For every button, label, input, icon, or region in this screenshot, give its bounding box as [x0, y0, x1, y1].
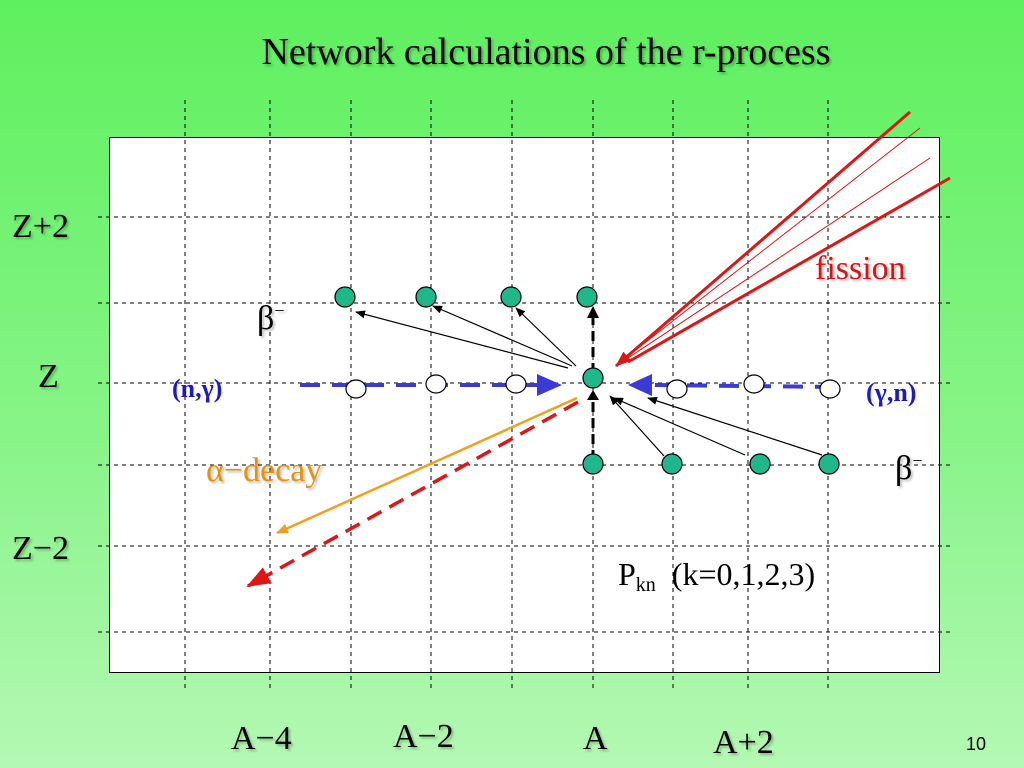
label-n-gamma: (n,γ)	[172, 374, 223, 403]
pkn-range: (k=0,1,2,3)	[671, 556, 816, 592]
page-number: 10	[966, 734, 987, 754]
beta-arrows-lower	[609, 395, 823, 457]
empty-nucleus	[425, 374, 447, 394]
pkn-subscript: kn	[635, 574, 656, 596]
beta-superscript: −	[912, 450, 923, 471]
beta-delayed-arrows-upper	[355, 305, 577, 369]
nucleus	[818, 453, 840, 475]
parent-nucleus	[582, 367, 604, 389]
empty-nucleus	[505, 374, 527, 394]
nucleus	[582, 453, 604, 475]
beta-symbol: β	[895, 450, 913, 487]
label-a: A	[583, 720, 608, 757]
label-gamma-n: (γ,n)	[866, 378, 917, 407]
nucleus	[661, 453, 683, 475]
nucleus	[334, 286, 356, 308]
label-pkn: Pkn (k=0,1,2,3)	[618, 556, 815, 597]
beta-superscript: −	[274, 300, 285, 321]
label-a-plus-2: A+2	[713, 724, 774, 761]
pkn-p: P	[618, 556, 636, 592]
label-a-minus-2: A−2	[393, 718, 454, 755]
gamma-n-arrowhead	[628, 374, 652, 396]
label-fission: fission	[815, 250, 906, 287]
label-z: Z	[38, 358, 59, 395]
middle-row-nuclei	[345, 367, 841, 399]
label-a-minus-4: A−4	[231, 720, 292, 757]
vertical-up-arrowhead-lower	[587, 390, 599, 400]
label-beta-minus-lower: β−	[895, 450, 922, 488]
label-z-plus-2: Z+2	[12, 208, 69, 245]
n-gamma-arrowhead	[537, 374, 562, 396]
alpha-decay-arrow	[276, 396, 578, 535]
empty-nucleus	[666, 379, 688, 399]
label-alpha-decay: α−decay	[206, 452, 323, 489]
lower-row-nuclei	[582, 453, 840, 475]
nucleus	[576, 286, 598, 308]
empty-nucleus	[345, 379, 367, 399]
fission-lines	[615, 110, 951, 368]
empty-nucleus	[819, 379, 841, 399]
alpha-decay-dashed-arrow	[246, 400, 579, 588]
label-beta-minus-upper: β−	[257, 300, 284, 338]
slide-title: Network calculations of the r-process	[261, 31, 831, 73]
vertical-up-arrowhead-upper	[587, 306, 599, 318]
nucleus	[500, 286, 522, 308]
nucleus	[749, 453, 771, 475]
label-z-minus-2: Z−2	[12, 530, 69, 567]
upper-row-nuclei	[334, 286, 598, 308]
nucleus	[415, 286, 437, 308]
vertical-grid-lines	[184, 100, 829, 690]
beta-symbol: β	[257, 300, 275, 337]
empty-nucleus	[743, 374, 765, 394]
